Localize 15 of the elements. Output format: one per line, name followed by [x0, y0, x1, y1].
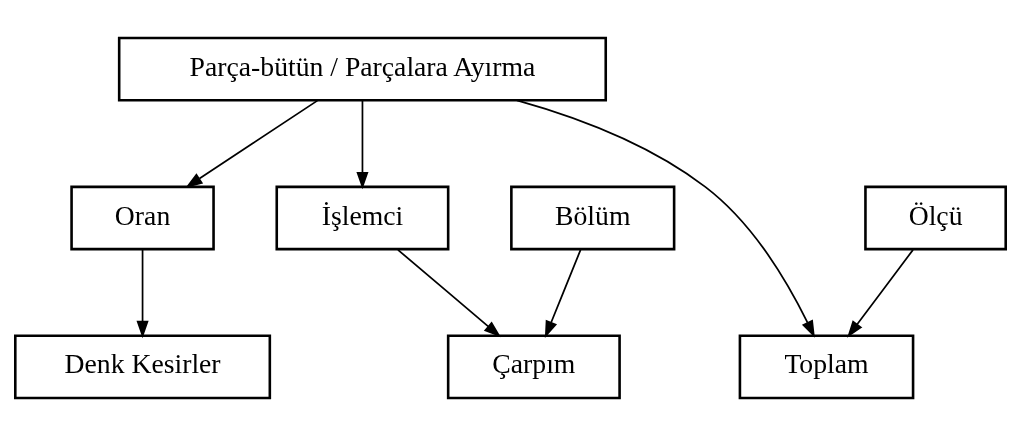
arrow	[516, 99, 815, 338]
arrow	[356, 100, 369, 190]
node-box: Ölçü	[864, 185, 1007, 251]
arrow	[544, 249, 582, 338]
arrow	[185, 99, 319, 188]
node-box: Bölüm	[510, 185, 676, 251]
arrow	[136, 249, 149, 339]
arrow	[397, 249, 501, 338]
node-box: Çarpım	[446, 334, 621, 400]
node-box: Denk Kesirler	[14, 334, 272, 400]
node-box: Toplam	[738, 334, 915, 400]
node-box: Oran	[70, 185, 215, 251]
node-box: Parça-bütün / Parçalara Ayırma	[117, 36, 608, 102]
arrow	[847, 249, 914, 338]
node-box: İşlemci	[275, 185, 450, 251]
